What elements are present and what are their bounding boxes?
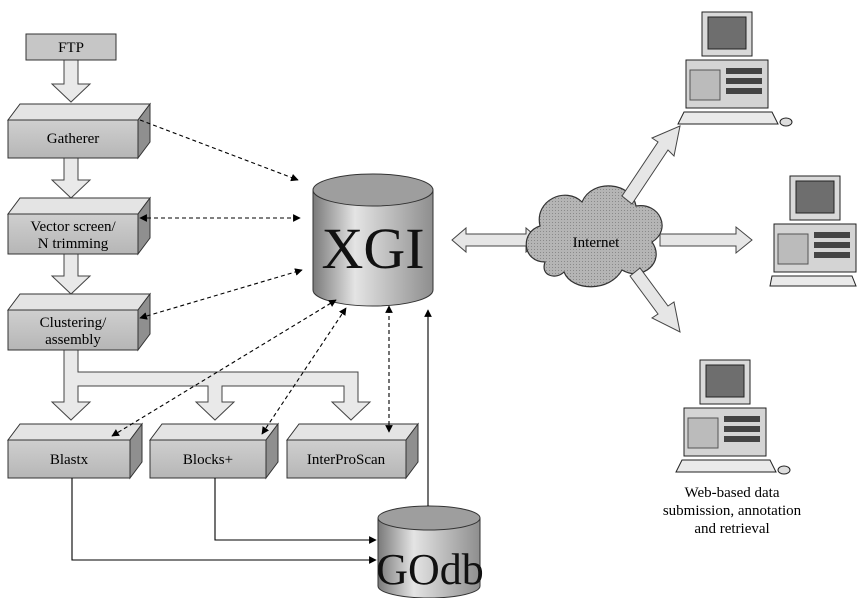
vector-screen-label-2: N trimming [38, 236, 109, 252]
xgi-database: XGI [312, 173, 434, 307]
vector-screen-label-1: Vector screen/ [30, 219, 116, 235]
terminal-bottom [675, 359, 791, 475]
internet-label: Internet [573, 235, 620, 251]
dashed-connectors [111, 119, 393, 437]
blastx-box: Blastx [7, 422, 143, 480]
caption-line-1: Web-based data [685, 485, 780, 501]
clustering-box: Clustering/ assembly [7, 292, 151, 352]
clustering-label-1: Clustering/ [40, 315, 107, 331]
blocks-label: Blocks+ [183, 452, 233, 468]
vector-screen-box: Vector screen/ N trimming [7, 196, 151, 256]
internet-terminal-arrows [621, 125, 753, 333]
interproscan-box: InterProScan [286, 422, 419, 480]
ftp-label: FTP [58, 40, 84, 56]
xgi-label: XGI [321, 216, 424, 281]
terminal-caption: Web-based data submission, annotation an… [663, 485, 802, 537]
solid-connectors [71, 309, 432, 564]
godb-database: GOdb [376, 505, 484, 598]
internet-cloud: Internet [525, 185, 663, 288]
gatherer-label: Gatherer [47, 131, 99, 147]
terminal-top [677, 11, 793, 127]
clustering-label-2: assembly [45, 332, 101, 348]
ftp-box: FTP [25, 33, 117, 61]
interproscan-label: InterProScan [307, 452, 386, 468]
caption-line-3: and retrieval [694, 521, 769, 537]
blastx-label: Blastx [50, 452, 89, 468]
gatherer-box: Gatherer [7, 102, 151, 160]
godb-label: GOdb [376, 545, 484, 594]
caption-line-2: submission, annotation [663, 503, 802, 519]
terminal-middle [769, 175, 857, 287]
blocks-box: Blocks+ [149, 422, 279, 480]
